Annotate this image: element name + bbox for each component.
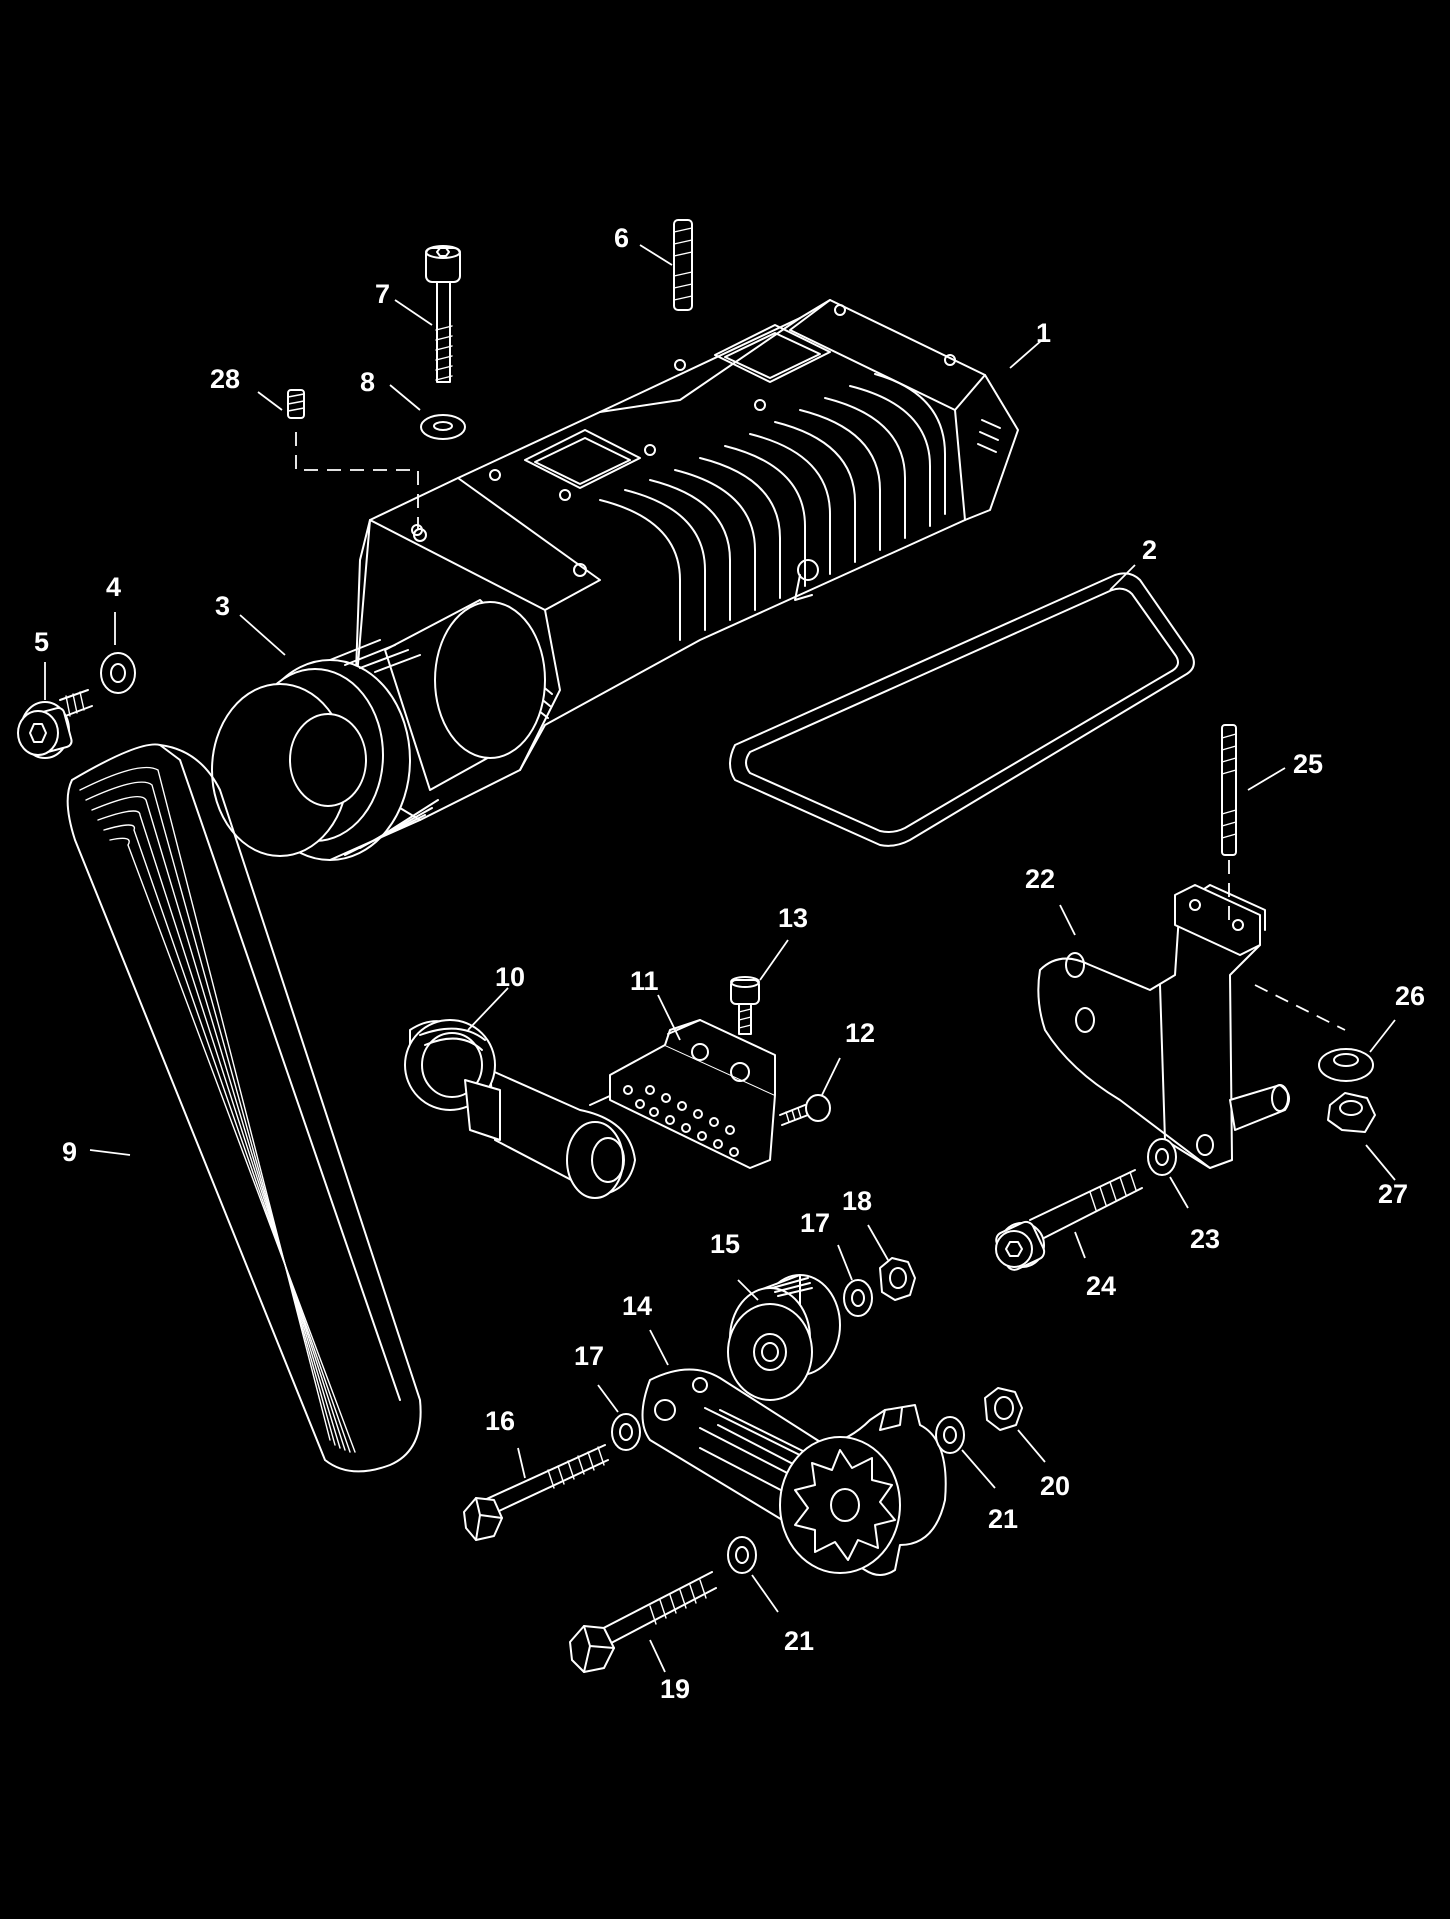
callout-2: 2 (1142, 535, 1157, 565)
callout-6: 6 (614, 223, 629, 253)
tensioner-arm (641, 1368, 947, 1576)
plate-screw (779, 1094, 831, 1126)
callout-15: 15 (710, 1229, 740, 1259)
pulley-bolt (17, 689, 93, 759)
callout-14: 14 (622, 1291, 652, 1321)
callout-12: 12 (845, 1018, 875, 1048)
callout-8: 8 (360, 367, 375, 397)
hub-bolt (569, 1571, 717, 1673)
callout-5: 5 (34, 627, 49, 657)
plate-cap-screw (730, 976, 760, 1035)
idler-washer-upper (843, 1279, 873, 1317)
bracket-bolt (995, 1169, 1143, 1271)
hub-nut (984, 1387, 1023, 1431)
idler-nut (879, 1257, 916, 1301)
arm-washer (611, 1413, 641, 1451)
callout-21b: 21 (784, 1626, 814, 1656)
callout-22: 22 (1025, 864, 1055, 894)
callout-24: 24 (1086, 1271, 1116, 1301)
callout-10: 10 (495, 962, 525, 992)
callout-labels: 1 2 3 4 5 6 7 8 9 10 11 12 13 14 15 16 1… (34, 223, 1425, 1704)
callout-18: 18 (842, 1186, 872, 1216)
tensioner-assembly (404, 1019, 639, 1199)
callout-19: 19 (660, 1674, 690, 1704)
mounting-bracket (1037, 884, 1290, 1169)
housing-bolt (425, 245, 461, 383)
callout-27: 27 (1378, 1179, 1408, 1209)
callout-13: 13 (778, 903, 808, 933)
callout-20: 20 (1040, 1471, 1070, 1501)
callout-16: 16 (485, 1406, 515, 1436)
callout-7: 7 (375, 279, 390, 309)
arm-pivot-bolt (463, 1444, 609, 1541)
callout-23: 23 (1190, 1224, 1220, 1254)
tensioner-mounting-plate (609, 1019, 776, 1169)
set-screw (287, 389, 419, 530)
plate-holes (623, 1085, 739, 1157)
hub-washer-right (935, 1416, 965, 1454)
bracket-washer-small (1147, 1138, 1177, 1176)
supercharger-pulley (211, 599, 546, 861)
bracket-nut (1327, 1092, 1376, 1133)
bracket-washer (1318, 1048, 1374, 1082)
drive-belt (66, 743, 422, 1473)
idler-pulley (727, 1274, 841, 1401)
hub-washer-lower (727, 1536, 757, 1574)
callout-26: 26 (1395, 981, 1425, 1011)
callout-3: 3 (215, 591, 230, 621)
bracket-stud (1221, 724, 1346, 1031)
callout-4: 4 (106, 572, 121, 602)
callout-11: 11 (630, 966, 659, 996)
callout-17b: 17 (800, 1208, 830, 1238)
housing-gasket (729, 572, 1195, 847)
callout-1: 1 (1036, 318, 1051, 348)
housing-fins (599, 373, 946, 641)
callout-9: 9 (62, 1137, 77, 1167)
housing-stud (673, 219, 693, 311)
callout-28: 28 (210, 364, 240, 394)
housing-washer (420, 414, 466, 440)
callout-21a: 21 (988, 1504, 1018, 1534)
callout-25: 25 (1293, 749, 1323, 779)
callout-17a: 17 (574, 1341, 604, 1371)
pulley-washer (100, 652, 136, 694)
leader-lines (44, 244, 1396, 1673)
